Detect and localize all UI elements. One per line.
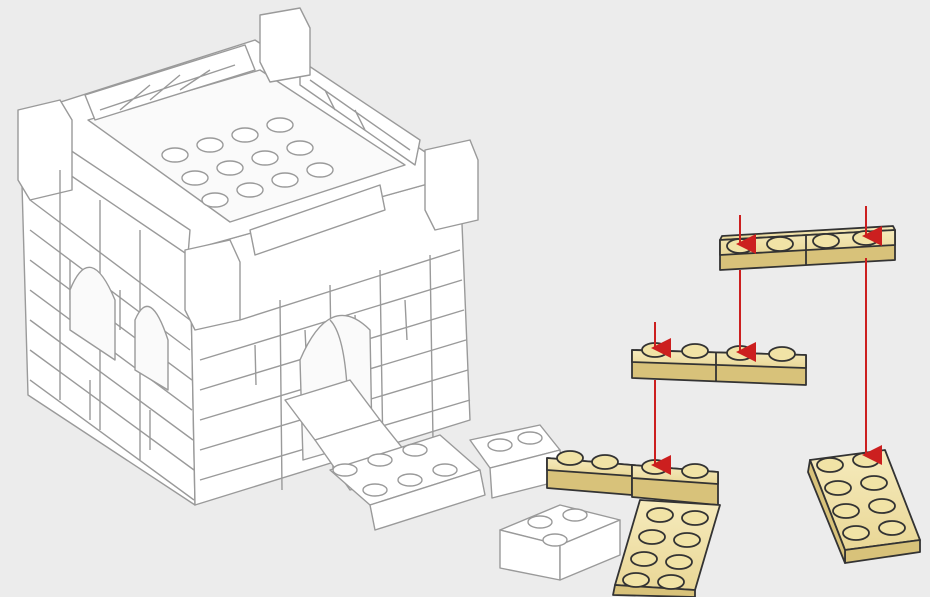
hinge-plate-lower xyxy=(547,451,718,505)
plate-bottom-left xyxy=(613,500,720,597)
hinge-plate-top xyxy=(720,226,895,270)
hinge-plate-middle xyxy=(632,343,806,385)
castle-tower xyxy=(18,8,620,580)
plate-right xyxy=(808,450,920,563)
